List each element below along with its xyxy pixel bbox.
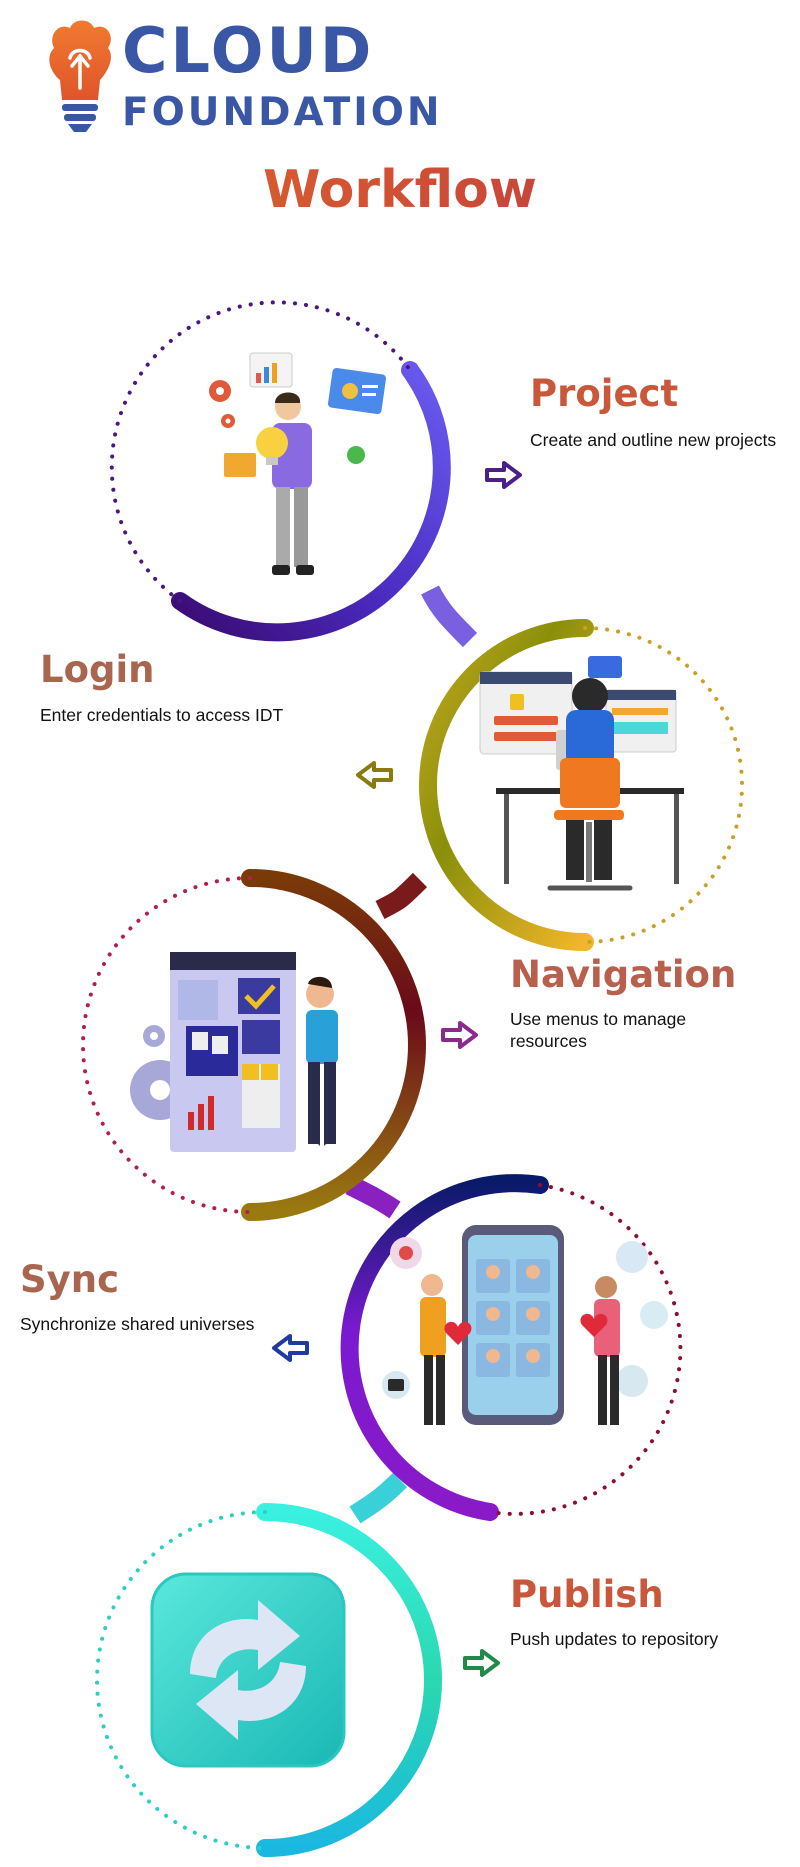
arrow-right-icon — [463, 1649, 500, 1677]
arrow-right-icon — [441, 1021, 478, 1049]
people-sharing-via-phone-illustration — [382, 1225, 668, 1425]
page-title: Workflow — [0, 160, 800, 220]
page-title-text: Workflow — [263, 160, 537, 220]
step-navigation-description: Use menus to manage resources — [510, 1009, 687, 1051]
brand-name-line1: CLOUD — [122, 14, 375, 87]
person-with-dashboard-board-illustration — [130, 952, 340, 1152]
step-publish-description: Push updates to repository — [510, 1629, 719, 1649]
arrow-left-icon — [356, 761, 393, 789]
step-project-title: Project — [530, 372, 679, 415]
person-with-lightbulb-and-charts-illustration — [209, 352, 387, 575]
arrow-left-icon — [272, 1334, 309, 1362]
step-navigation-title: Navigation — [510, 953, 737, 996]
arrow-right-icon — [485, 461, 522, 489]
lightbulb-cloud-logo-icon — [49, 20, 111, 132]
step-login-title: Login — [40, 648, 155, 691]
step-sync-title: Sync — [20, 1258, 120, 1301]
step-sync-description: Synchronize shared universes — [20, 1314, 255, 1334]
step-login-description: Enter credentials to access IDT — [40, 705, 284, 725]
person-at-desk-login-screen-illustration — [479, 656, 684, 891]
brand-name-line2: FOUNDATION — [122, 90, 443, 135]
step-project-description: Create and outline new projects — [530, 430, 777, 450]
step-publish-title: Publish — [510, 1573, 664, 1616]
sync-arrows-icon — [150, 1572, 346, 1768]
